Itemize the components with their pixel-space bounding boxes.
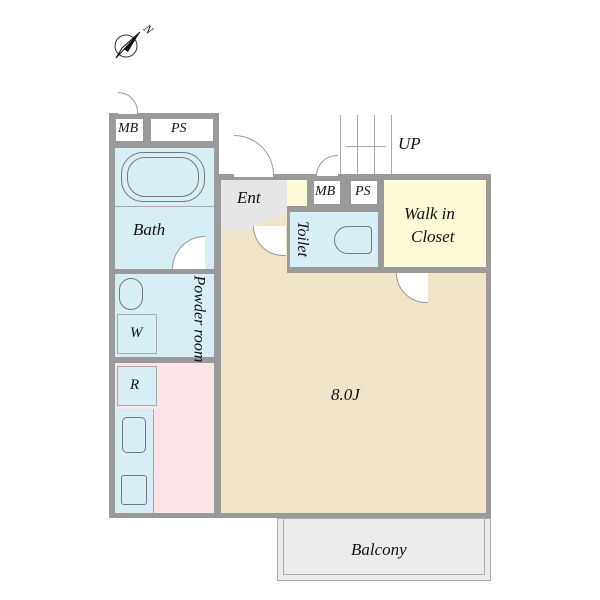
- toilet-label: Toilet: [293, 221, 311, 257]
- fridge-space: R: [117, 366, 157, 406]
- mb-right: MB: [313, 180, 341, 205]
- entrance-door-swing: [234, 135, 274, 177]
- sink-icon: [119, 278, 143, 310]
- door-swing: [396, 273, 428, 303]
- stairs: [340, 115, 395, 177]
- mb-left: MB: [115, 118, 144, 142]
- walk-in-closet-label-2: Closet: [411, 227, 455, 246]
- balcony-label: Balcony: [351, 540, 407, 559]
- toilet-icon: [334, 226, 372, 254]
- bath-room: Bath: [115, 148, 214, 269]
- stove-icon: [121, 475, 147, 505]
- kitchen-sink-icon: [122, 417, 146, 453]
- compass-north-arrow-icon: [114, 31, 141, 59]
- door-swing: [118, 92, 138, 114]
- ps-right: PS: [350, 180, 378, 205]
- balcony: Balcony: [277, 518, 491, 581]
- kitchen-counter: [115, 409, 154, 513]
- walk-in-closet-label-1: Walk in: [404, 204, 455, 223]
- powder-room: W Powder room: [115, 274, 214, 362]
- main-room: 8.0J: [221, 273, 486, 513]
- storage-nook: [287, 180, 307, 206]
- ps-left: PS: [150, 118, 214, 142]
- stairs-up-label: UP: [398, 134, 421, 153]
- walk-in-closet: Walk in Closet: [384, 180, 486, 267]
- entrance-label: Ent: [237, 188, 261, 207]
- bathtub-icon: [121, 152, 205, 202]
- main-room-size-label: 8.0J: [331, 385, 360, 404]
- toilet-room: Toilet: [290, 212, 378, 267]
- washer-space: W: [117, 314, 157, 354]
- kitchen: R: [115, 363, 214, 513]
- door-swing: [316, 155, 338, 176]
- door-swing: [172, 236, 205, 269]
- bath-label: Bath: [133, 220, 166, 239]
- powder-room-label: Powder room: [190, 275, 208, 363]
- compass: N: [108, 21, 158, 64]
